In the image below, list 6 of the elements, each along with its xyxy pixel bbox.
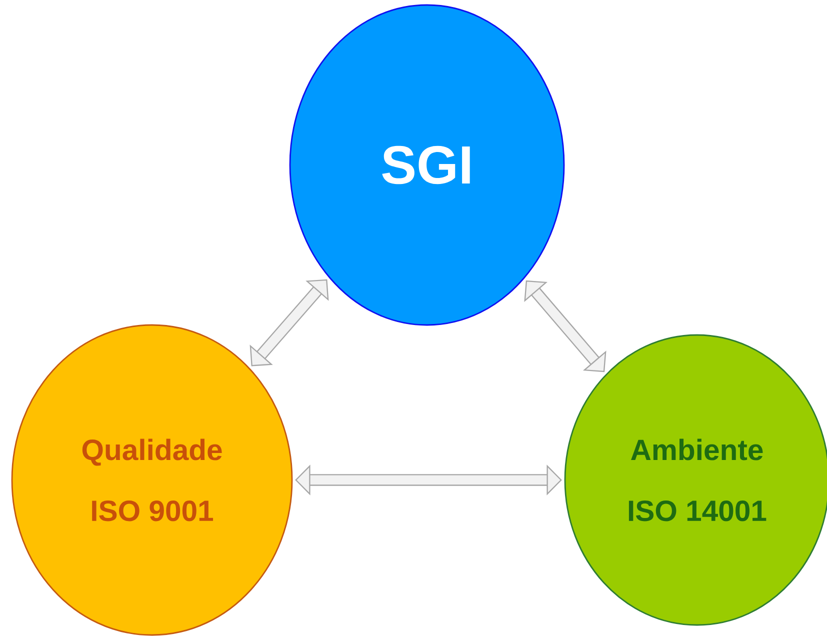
double-arrow bbox=[524, 280, 606, 372]
double-arrow bbox=[295, 464, 562, 496]
ellipse-node: Ambiente ISO 14001 bbox=[564, 334, 827, 626]
double-arrow bbox=[250, 279, 329, 366]
ellipse-node: Qualidade ISO 9001 bbox=[11, 324, 293, 636]
ellipse-node: SGI bbox=[289, 4, 565, 326]
